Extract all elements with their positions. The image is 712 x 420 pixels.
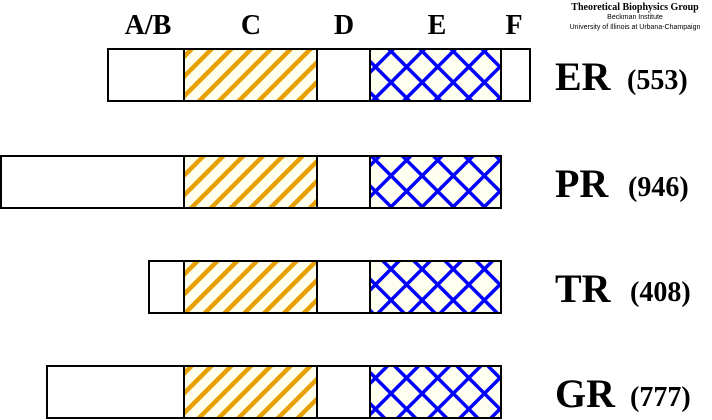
domain-e	[369, 260, 502, 314]
receptor-length: (946)	[628, 172, 689, 203]
domain-headers: A/B C D E F	[125, 10, 523, 41]
credit-institute: Beckman Institute	[607, 14, 663, 21]
receptor-row-tr: TR (408)	[148, 260, 691, 314]
header-e: E	[428, 10, 447, 41]
domain-d	[316, 365, 371, 419]
domain-ab	[46, 365, 185, 419]
domain-f	[500, 48, 531, 102]
receptor-name: TR	[555, 266, 612, 311]
domain-c	[183, 260, 318, 314]
domain-d	[316, 155, 371, 209]
domain-c	[183, 365, 318, 419]
header-f: F	[505, 10, 522, 41]
credit-group: Theoretical Biophysics Group	[571, 2, 699, 13]
receptor-name: PR	[555, 161, 609, 206]
header-d: D	[334, 10, 354, 41]
receptor-row-gr: GR (777)	[46, 365, 691, 419]
domain-d	[316, 48, 371, 102]
domain-e	[369, 365, 502, 419]
domain-ab	[0, 155, 185, 209]
domain-ab	[107, 48, 185, 102]
domain-c	[183, 155, 318, 209]
header-c: C	[241, 10, 261, 41]
receptor-row-pr: PR (946)	[0, 155, 689, 209]
receptor-length: (553)	[627, 65, 688, 96]
domain-c	[183, 48, 318, 102]
credit-university: University of Illinois at Urbana-Champai…	[569, 24, 701, 31]
receptor-name: GR	[555, 371, 616, 416]
header-ab: A/B	[125, 10, 172, 41]
receptor-length: (408)	[630, 277, 691, 308]
credit-block: Theoretical Biophysics Group Beckman Ins…	[560, 3, 710, 33]
domain-d	[316, 260, 371, 314]
receptor-row-er: ER (553)	[107, 48, 688, 102]
receptor-length: (777)	[630, 382, 691, 413]
domain-e	[369, 48, 502, 102]
receptor-name: ER	[555, 54, 612, 99]
domain-ab	[148, 260, 185, 314]
domain-e	[369, 155, 502, 209]
